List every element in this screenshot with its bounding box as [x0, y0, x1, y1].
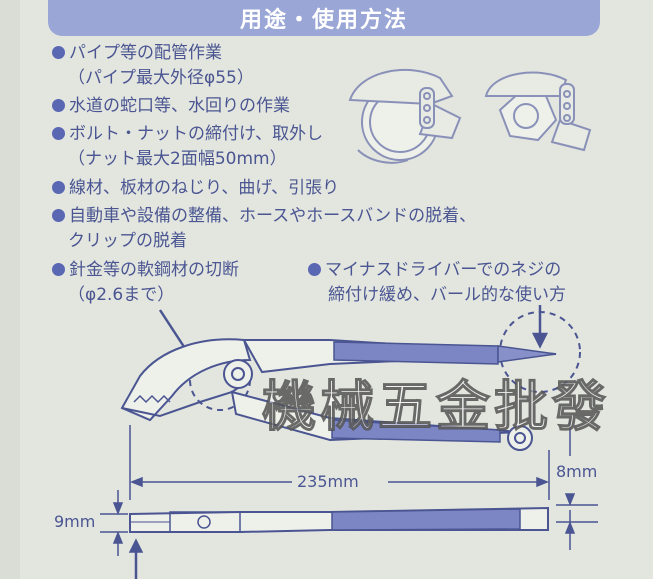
lower-grip	[331, 419, 501, 443]
use-item: 自動車や設備の整備、ホースやホースバンドの脱着、	[52, 205, 476, 227]
use-item-note: （パイプ最大外径φ55）	[68, 68, 254, 88]
pipe-grip-illustration	[348, 68, 462, 164]
bullet-dot-icon	[52, 181, 65, 194]
use-item-note: （φ2.6まで）	[68, 285, 175, 305]
upper-grip	[333, 341, 499, 365]
thickness-label: 9mm	[54, 512, 96, 531]
use-item: 針金等の軟鋼材の切断	[52, 259, 239, 281]
use-item: 水道の蛇口等、水回りの作業	[52, 95, 290, 117]
bullet-dot-icon	[52, 99, 65, 112]
use-item: 線材、板材のねじり、曲げ、引張り	[52, 177, 339, 199]
tip-width-dimension	[556, 420, 598, 550]
plier-side-view	[120, 338, 557, 451]
use-item-note: 締付け緩め、バール的な使い方	[328, 285, 566, 305]
use-item-note: （ナット最大2面幅50mm）	[68, 149, 287, 169]
length-dimension	[129, 425, 550, 500]
watermark: 機械五金批發	[261, 374, 610, 438]
bullet-dot-icon	[52, 46, 65, 59]
header-band: 用途・使用方法	[48, 0, 600, 36]
bullet-dot-icon	[52, 263, 65, 276]
plier-top-view	[129, 506, 549, 533]
bullet-dot-icon	[52, 127, 65, 140]
use-item: ボルト・ナットの締付け、取外し	[52, 123, 323, 145]
use-item-note: クリップの脱着	[68, 231, 187, 251]
header-title: 用途・使用方法	[239, 8, 408, 33]
thickness-dimension	[100, 490, 144, 579]
bullet-dot-icon	[52, 209, 65, 222]
length-label: 235mm	[297, 472, 359, 491]
nut-grip-illustration	[484, 71, 592, 152]
use-item: マイナスドライバーでのネジの	[308, 259, 561, 281]
use-item: パイプ等の配管作業	[52, 42, 222, 64]
tip-width-label: 8mm	[556, 462, 598, 481]
bullet-dot-icon	[308, 263, 321, 276]
